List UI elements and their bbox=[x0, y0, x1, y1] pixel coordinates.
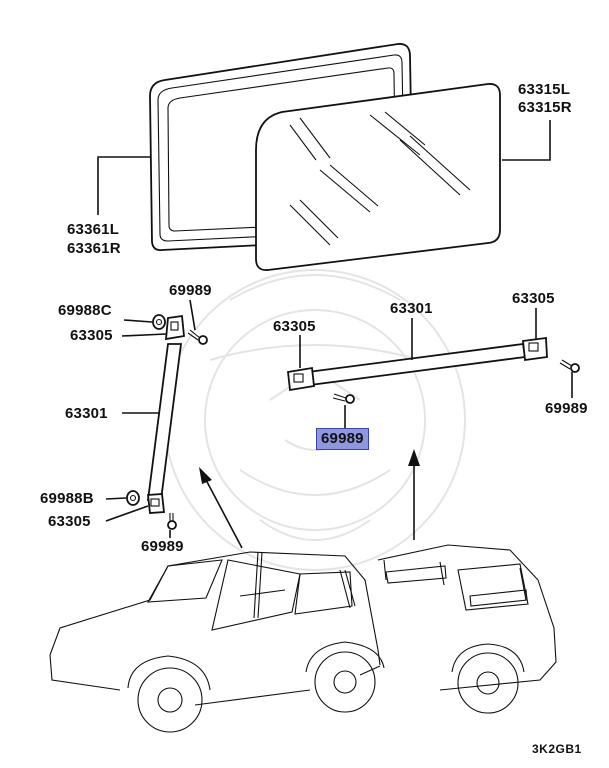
left-bottom-clip-part[interactable] bbox=[147, 493, 165, 514]
left-top-screw-part[interactable] bbox=[187, 329, 208, 345]
right-screw-part[interactable] bbox=[559, 359, 580, 373]
vehicle-rear-view bbox=[377, 544, 557, 714]
label-frame-l[interactable]: 63361L bbox=[67, 221, 120, 238]
glass-panel-part[interactable] bbox=[255, 83, 501, 271]
leader-63305-top bbox=[121, 333, 167, 337]
label-glass-r[interactable]: 63315R bbox=[518, 99, 572, 116]
label-right-screw[interactable]: 69989 bbox=[545, 400, 588, 417]
mid-clip-part[interactable] bbox=[287, 366, 315, 392]
label-glass-l[interactable]: 63315L bbox=[518, 81, 571, 98]
label-mid-clip[interactable]: 63305 bbox=[273, 318, 316, 335]
leader-frame bbox=[97, 156, 150, 215]
label-frame-r[interactable]: 63361R bbox=[67, 240, 121, 257]
label-left-top-grommet[interactable]: 69988C bbox=[58, 302, 112, 319]
leader-63305-bottom bbox=[105, 505, 149, 522]
right-clip-part[interactable] bbox=[522, 336, 548, 362]
vehicle-side-view bbox=[49, 551, 385, 733]
left-bottom-screw-part[interactable] bbox=[167, 513, 177, 530]
diagram-code: 3K2GB1 bbox=[532, 742, 582, 756]
label-right-clip[interactable]: 63305 bbox=[512, 290, 555, 307]
leader-glass bbox=[502, 120, 551, 161]
left-top-grommet-part[interactable] bbox=[152, 314, 166, 330]
label-left-top-screw[interactable]: 69989 bbox=[169, 282, 212, 299]
label-left-bottom-clip[interactable]: 63305 bbox=[48, 513, 91, 530]
arrow-right bbox=[408, 449, 420, 540]
label-left-top-clip[interactable]: 63305 bbox=[70, 327, 113, 344]
label-left-rail[interactable]: 63301 bbox=[65, 405, 108, 422]
arrow-left bbox=[199, 467, 243, 549]
left-top-clip-part[interactable] bbox=[164, 314, 185, 341]
mid-screw-part[interactable] bbox=[332, 393, 355, 404]
label-left-bottom-screw[interactable]: 69989 bbox=[141, 538, 184, 555]
leader-69988c bbox=[123, 319, 153, 323]
left-bottom-grommet-part[interactable] bbox=[126, 490, 140, 506]
label-right-rail[interactable]: 63301 bbox=[390, 300, 433, 317]
leader-69988b bbox=[105, 497, 127, 500]
label-mid-screw-highlighted[interactable]: 69989 bbox=[316, 428, 369, 450]
label-left-bottom-grommet[interactable]: 69988B bbox=[40, 490, 94, 507]
leader-69989-top bbox=[189, 299, 196, 331]
